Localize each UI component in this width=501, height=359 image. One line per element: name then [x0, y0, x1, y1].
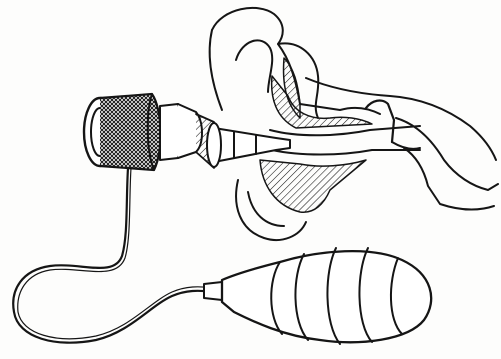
middle-ear	[306, 78, 498, 210]
ear-speculum	[214, 128, 290, 162]
insufflation-bulb	[204, 248, 431, 344]
rubber-tube	[13, 168, 210, 343]
external-ear-canal	[260, 44, 420, 212]
tympanic-membrane	[366, 101, 394, 142]
otoscope-head	[84, 94, 221, 170]
